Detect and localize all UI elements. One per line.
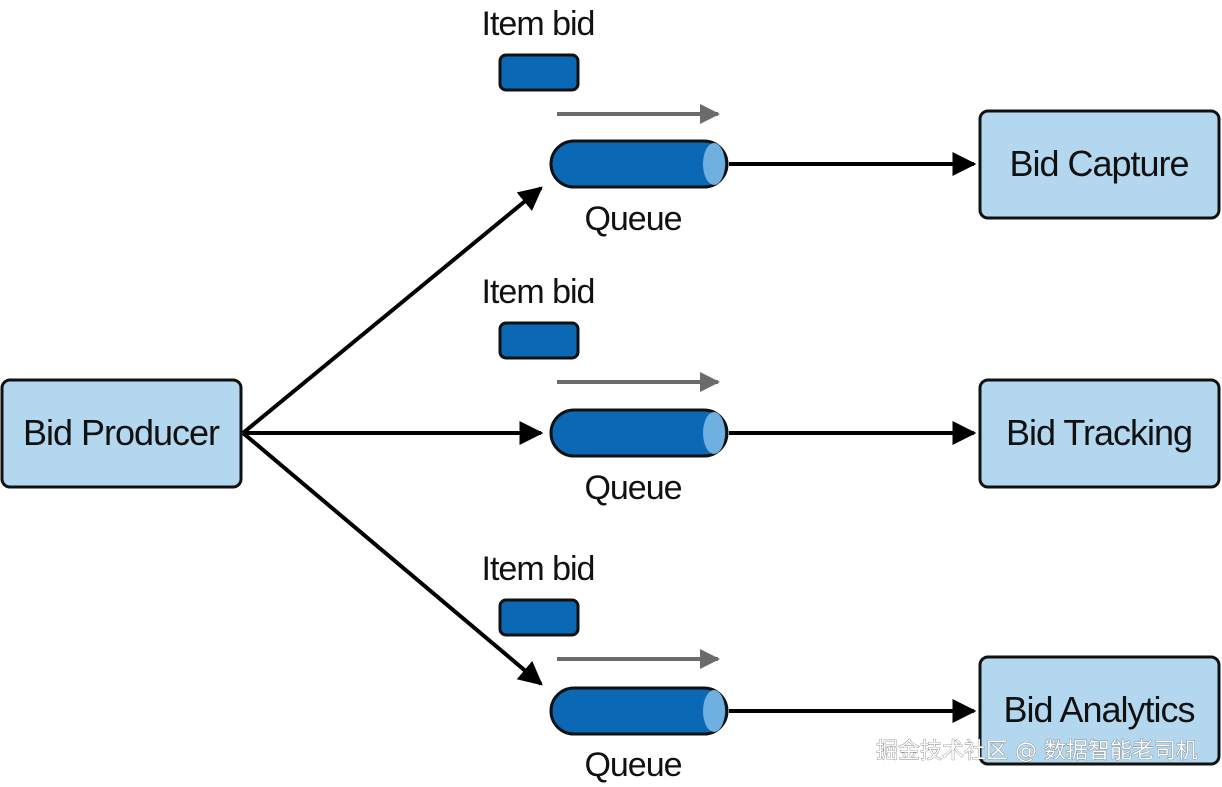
bid-producer-box (0, 378, 243, 489)
queue-label-2: Queue (584, 469, 681, 507)
queue-3-end-cap (703, 690, 725, 732)
queue-1-end-cap (703, 143, 725, 185)
item-bid-message-1 (498, 53, 580, 92)
bid-tracking-node: Bid Tracking (978, 378, 1221, 489)
queue-label-3: Queue (584, 746, 681, 784)
item-bid-message-3 (498, 598, 580, 637)
producer-to-queue-1-arrow (241, 186, 543, 435)
bid-tracking-box (978, 378, 1221, 489)
bid-analytics-box (978, 655, 1221, 766)
bid-capture-node: Bid Capture (978, 109, 1221, 220)
lane-2: Item bid Queue Bid Tracking (482, 273, 1221, 507)
producer-to-queue-3-arrow (241, 431, 543, 686)
lane-1: Item bid Queue Bid Capture (482, 5, 1221, 238)
item-bid-message-2 (498, 321, 580, 360)
watermark-text: 掘金技术社区 @ 数据智能老司机 (876, 739, 1198, 764)
queue-3-body (549, 686, 729, 736)
bid-analytics-node: Bid Analytics (978, 655, 1221, 766)
item-bid-label-3: Item bid (482, 550, 595, 588)
queue-1-body (549, 139, 729, 189)
bid-producer-node: Bid Producer (0, 378, 243, 489)
bid-tracking-label: Bid Tracking (1006, 412, 1192, 453)
queue-2 (549, 408, 729, 458)
queue-2-body (549, 408, 729, 458)
queue-1 (549, 139, 729, 189)
bid-capture-box (978, 109, 1221, 220)
item-bid-label-1: Item bid (482, 5, 595, 43)
lane-3: Item bid Queue Bid Analytics (482, 550, 1221, 784)
bid-producer-label: Bid Producer (23, 412, 220, 453)
queue-3 (549, 686, 729, 736)
queue-2-end-cap (703, 412, 725, 454)
item-bid-label-2: Item bid (482, 273, 595, 311)
bid-analytics-label: Bid Analytics (1003, 689, 1194, 730)
queue-label-1: Queue (584, 200, 681, 238)
bid-capture-label: Bid Capture (1009, 143, 1188, 184)
